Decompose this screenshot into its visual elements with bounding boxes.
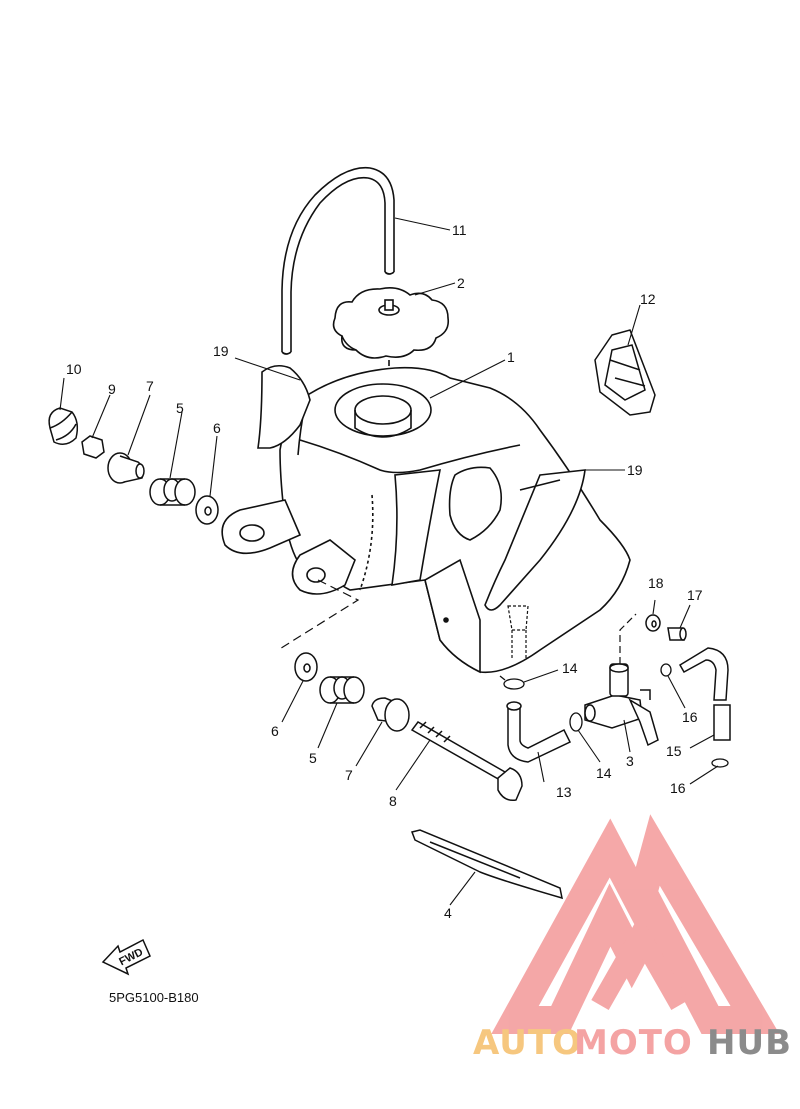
callout-10: 10 bbox=[66, 361, 82, 377]
callout-6-lower: 6 bbox=[271, 723, 279, 739]
callout-9: 9 bbox=[108, 381, 116, 397]
callout-16-lower: 16 bbox=[670, 780, 686, 796]
callouts: 11 2 1 12 19 19 10 9 7 5 6 6 5 7 8 13 14… bbox=[66, 222, 703, 921]
hose-clip-upper bbox=[499, 675, 525, 690]
watermark-wordmark: AUTO MOTO HUB bbox=[473, 1023, 792, 1063]
watermark-text-moto: MOTO bbox=[574, 1023, 693, 1063]
callout-7-upper: 7 bbox=[146, 378, 154, 394]
callout-19-right: 19 bbox=[627, 462, 643, 478]
fuel-strainer bbox=[507, 605, 529, 660]
callout-18: 18 bbox=[648, 575, 664, 591]
callout-4: 3 bbox=[626, 753, 634, 769]
callout-14-upper: 14 bbox=[562, 660, 578, 676]
fuel-hose bbox=[506, 701, 572, 763]
overflow-hose bbox=[678, 647, 731, 741]
part-code: 5PG5100-B180 bbox=[109, 990, 199, 1005]
bolt bbox=[410, 721, 523, 802]
callout-5-upper: 5 bbox=[176, 400, 184, 416]
callout-3: 11 bbox=[452, 222, 467, 238]
side-cover bbox=[257, 364, 586, 611]
callout-16-upper: 16 bbox=[682, 709, 698, 725]
watermark-text-auto: AUTO bbox=[473, 1023, 582, 1063]
cap-nut bbox=[48, 407, 79, 445]
callout-15: 15 bbox=[666, 743, 682, 759]
small-washer bbox=[645, 614, 661, 632]
mount-leader bbox=[277, 579, 360, 651]
hose-clips-right bbox=[660, 663, 729, 768]
collar bbox=[107, 452, 145, 484]
washer-lower bbox=[294, 652, 318, 682]
fuel-cock bbox=[584, 663, 659, 747]
fuel-tank bbox=[221, 366, 631, 674]
grommet bbox=[149, 478, 196, 506]
nut bbox=[81, 435, 105, 459]
fwd-arrow: FWD bbox=[101, 938, 151, 976]
callout-7-lower: 7 bbox=[345, 767, 353, 783]
callout-13: 13 bbox=[556, 784, 572, 800]
vent-hose bbox=[281, 166, 395, 355]
leader-lines bbox=[59, 217, 719, 906]
fuel-cock-leader bbox=[619, 613, 637, 664]
screw bbox=[667, 627, 687, 641]
hose-clip-lower bbox=[569, 712, 583, 732]
watermark-text-hub: HUB bbox=[707, 1023, 792, 1063]
callout-5-lower: 5 bbox=[309, 750, 317, 766]
washer bbox=[195, 495, 219, 525]
watermark-logo bbox=[491, 814, 780, 1034]
gasket-plate bbox=[594, 329, 656, 416]
callout-14-lower: 14 bbox=[596, 765, 612, 781]
damper-strip bbox=[411, 829, 563, 900]
callout-11: 4 bbox=[444, 905, 452, 921]
callout-1: 1 bbox=[507, 349, 515, 365]
grommet-lower bbox=[319, 676, 365, 704]
callout-8: 8 bbox=[389, 793, 397, 809]
fuel-cap bbox=[332, 287, 450, 395]
callout-12: 12 bbox=[640, 291, 656, 307]
callout-2: 2 bbox=[457, 275, 465, 291]
callout-19-upper: 19 bbox=[213, 343, 229, 359]
collar-lower bbox=[371, 697, 410, 732]
callout-6-upper: 6 bbox=[213, 420, 221, 436]
callout-17: 17 bbox=[687, 587, 703, 603]
